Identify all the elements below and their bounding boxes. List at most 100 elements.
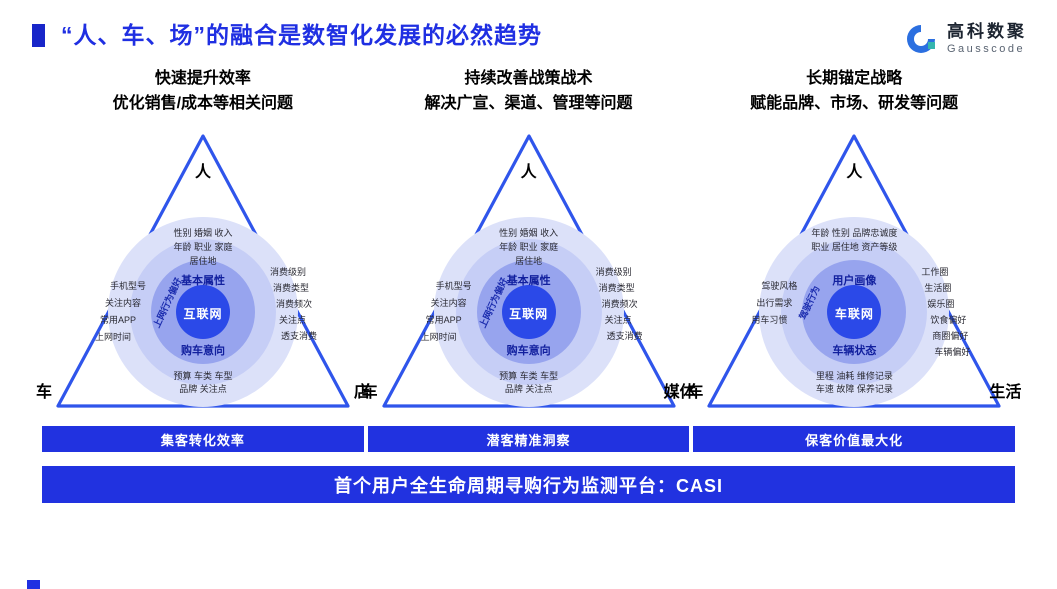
cluster-line: 消费级别 <box>270 267 307 277</box>
logo-text: 高科数聚 Gausscode <box>947 22 1027 56</box>
cluster-line: 年龄 职业 家庭 <box>173 242 233 252</box>
cluster-line: 年龄 性别 品牌忠诚度 <box>811 228 898 238</box>
cluster-line: 车速 故障 保养记录 <box>815 384 893 394</box>
cluster-line: 职业 居住地 资产等级 <box>811 242 898 252</box>
title-bullet <box>32 24 45 47</box>
columns-row: 快速提升效率 优化销售/成本等相关问题 人 车 店 性别 婚姻 收入年龄 职业 … <box>0 66 1057 452</box>
ring-label-bottom: 车辆状态 <box>832 345 877 357</box>
ring-label-bottom: 购车意向 <box>506 345 551 357</box>
gausscode-logo: 高科数聚 Gausscode <box>904 20 1027 56</box>
vertex-label-media: 媒体 <box>663 384 696 401</box>
column-banner-value: 保客价值最大化 <box>693 426 1016 452</box>
center-circle-label: 车联网 <box>834 307 874 321</box>
cluster-basic-attrs: 性别 婚姻 收入年龄 职业 家庭居住地 <box>42 226 364 268</box>
column-banner-conversion: 集客转化效率 <box>42 426 364 452</box>
triangle-diagram-iov-life: 人 车 生活 年龄 性别 品牌忠诚度职业 居住地 资产等级 驾驶风格出行需求用车… <box>687 130 1021 422</box>
cluster-line: 娱乐圈 <box>927 299 955 309</box>
cluster-line: 手机型号 <box>435 281 472 291</box>
cluster-line: 消费类型 <box>598 283 635 293</box>
cluster-line: 驾驶风格 <box>761 281 798 291</box>
header: “人、车、场”的融合是数智化发展的必然趋势 高科数聚 Gausscode <box>0 0 1057 56</box>
footer-decoration <box>27 580 40 589</box>
column-heading-line1: 持续改善战策战术 <box>464 70 593 87</box>
cluster-line: 年龄 职业 家庭 <box>499 242 559 252</box>
triangle-diagram-internet-media: 人 车 媒体 性别 婚姻 收入年龄 职业 家庭居住地 手机型号关注内容常用APP… <box>362 130 696 422</box>
column-heading: 快速提升效率 优化销售/成本等相关问题 <box>42 66 364 116</box>
column-heading-line1: 长期锚定战略 <box>806 70 903 87</box>
cluster-line: 品牌 关注点 <box>179 384 227 394</box>
cluster-line: 居住地 <box>189 256 217 266</box>
cluster-driving-behavior: 驾驶风格出行需求用车习惯 <box>731 278 797 329</box>
vertex-label-person: 人 <box>194 164 211 181</box>
vertex-label-person: 人 <box>846 164 863 181</box>
center-circle-label: 互联网 <box>183 307 223 321</box>
column-banner-insight: 潜客精准洞察 <box>367 426 690 452</box>
cluster-line: 上网时间 <box>420 332 457 342</box>
vertex-label-car: 车 <box>36 384 53 401</box>
cluster-life-circles: 工作圈生活圈娱乐圈饮食偏好商圈偏好车辆偏好 <box>921 264 970 360</box>
footer-banner: 首个用户全生命周期寻购行为监测平台：CASI <box>42 466 1015 503</box>
cluster-line: 里程 油耗 维修记录 <box>815 371 893 381</box>
column-heading-line2: 赋能品牌、市场、研发等问题 <box>750 95 959 112</box>
vertex-label-store: 店 <box>353 384 370 401</box>
cluster-purchase-intent: 预算 车类 车型品牌 关注点 <box>368 370 690 396</box>
cluster-line: 关注点 <box>279 315 307 325</box>
ring-label-top: 基本属性 <box>181 275 225 287</box>
cluster-vehicle-status: 里程 油耗 维修记录车速 故障 保养记录 <box>693 370 1015 396</box>
column-heading-line2: 解决广宣、渠道、管理等问题 <box>424 95 633 112</box>
circle-center <box>176 285 230 339</box>
vertex-label-person: 人 <box>520 164 537 181</box>
vertex-label-car: 车 <box>361 384 378 401</box>
column-strategy-tactics: 持续改善战策战术 解决广宣、渠道、管理等问题 人 车 媒体 性别 婚姻 收入年龄… <box>362 66 696 452</box>
cluster-line: 消费级别 <box>595 267 632 277</box>
triangle-graphic <box>56 134 350 408</box>
ring-label-bottom: 购车意向 <box>181 345 225 357</box>
cluster-line: 关注内容 <box>430 298 467 308</box>
cluster-line: 性别 婚姻 收入 <box>499 228 559 238</box>
center-circle-label: 互联网 <box>509 307 549 321</box>
cluster-online-behavior: 手机型号关注内容常用APP 上网时间 <box>80 278 146 346</box>
logo-subtitle: Gausscode <box>947 43 1026 55</box>
cluster-consumption: 消费级别消费类型消费频次关注点透支消费 <box>595 264 643 344</box>
vertex-label-car: 车 <box>687 384 704 401</box>
column-heading-line2: 优化销售/成本等相关问题 <box>112 95 294 112</box>
cluster-line: 用车习惯 <box>751 315 788 325</box>
column-brand-strategy: 长期锚定战略 赋能品牌、市场、研发等问题 人 车 生活 年龄 性别 品牌忠诚度职… <box>687 66 1021 452</box>
cluster-line: 出行需求 <box>756 298 793 308</box>
cluster-line: 手机型号 <box>109 281 146 291</box>
circle-center <box>501 285 556 339</box>
cluster-line: 常用APP <box>99 315 136 325</box>
gausscode-logo-icon <box>907 25 935 53</box>
circle-center <box>827 285 882 339</box>
cluster-line: 上网时间 <box>94 332 131 342</box>
column-heading: 长期锚定战略 赋能品牌、市场、研发等问题 <box>693 66 1015 116</box>
vertex-label-life: 生活 <box>989 384 1022 401</box>
cluster-line: 居住地 <box>515 256 543 266</box>
cluster-line: 生活圈 <box>924 283 952 293</box>
cluster-line: 透支消费 <box>606 331 643 341</box>
cluster-line: 饮食偏好 <box>930 315 967 325</box>
cluster-line: 车辆偏好 <box>934 347 971 357</box>
cluster-line: 消费频次 <box>276 299 313 309</box>
column-heading-line1: 快速提升效率 <box>154 70 251 87</box>
cluster-line: 预算 车类 车型 <box>499 371 559 381</box>
cluster-line: 消费频次 <box>601 299 638 309</box>
logo-name: 高科数聚 <box>947 22 1027 41</box>
cluster-line: 消费类型 <box>273 283 310 293</box>
cluster-line: 关注点 <box>604 315 632 325</box>
cluster-user-profile: 年龄 性别 品牌忠诚度职业 居住地 资产等级 <box>693 226 1015 254</box>
triangle-graphic <box>707 134 1001 408</box>
page-title: “人、车、场”的融合是数智化发展的必然趋势 <box>61 22 542 48</box>
cluster-basic-attrs: 性别 婚姻 收入年龄 职业 家庭居住地 <box>368 226 690 268</box>
cluster-line: 商圈偏好 <box>932 331 969 341</box>
cluster-line: 性别 婚姻 收入 <box>173 228 233 238</box>
cluster-line: 品牌 关注点 <box>504 384 553 394</box>
column-heading: 持续改善战策战术 解决广宣、渠道、管理等问题 <box>368 66 690 116</box>
column-efficiency: 快速提升效率 优化销售/成本等相关问题 人 车 店 性别 婚姻 收入年龄 职业 … <box>36 66 370 452</box>
cluster-consumption: 消费级别消费类型消费频次关注点透支消费 <box>270 264 317 344</box>
triangle-graphic <box>382 134 676 408</box>
cluster-line: 工作圈 <box>921 267 949 277</box>
cluster-line: 关注内容 <box>104 298 141 308</box>
cluster-line: 预算 车类 车型 <box>173 371 233 381</box>
